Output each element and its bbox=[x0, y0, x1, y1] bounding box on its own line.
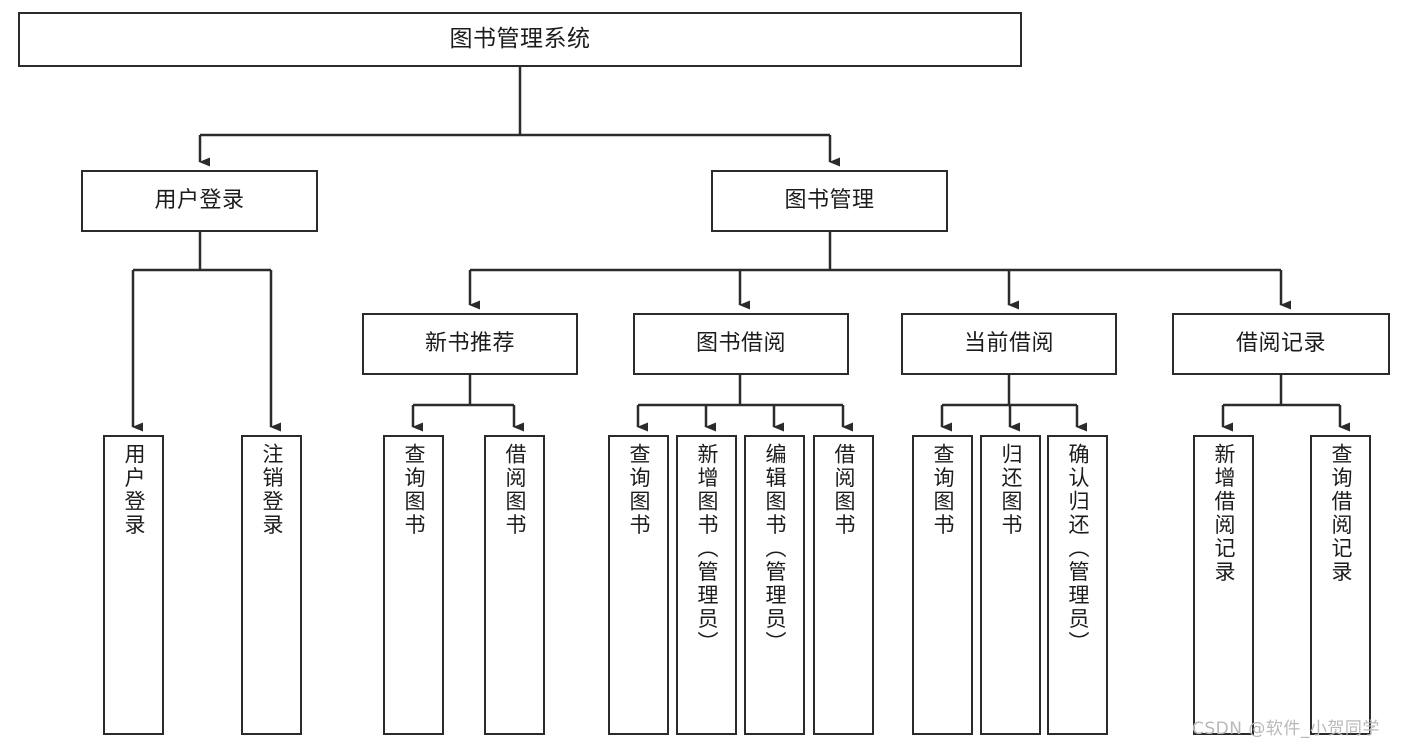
leaf-query-book-3-label: 查询图书 bbox=[931, 443, 955, 537]
leaf-query-record-label: 查询借阅记录 bbox=[1329, 443, 1353, 584]
leaf-edit-book[interactable]: 编辑图书（管理员） bbox=[744, 435, 805, 735]
leaf-user-login[interactable]: 用户登录 bbox=[103, 435, 164, 735]
leaf-add-record-label: 新增借阅记录 bbox=[1212, 443, 1236, 584]
leaf-user-login-label: 用户登录 bbox=[122, 443, 146, 537]
leaf-query-book-3[interactable]: 查询图书 bbox=[912, 435, 973, 735]
leaf-logout-login[interactable]: 注销登录 bbox=[241, 435, 302, 735]
leaf-add-record[interactable]: 新增借阅记录 bbox=[1193, 435, 1254, 735]
node-borrow-record-label: 借阅记录 bbox=[1235, 331, 1326, 357]
leaf-borrow-book-1[interactable]: 借阅图书 bbox=[484, 435, 545, 735]
leaf-query-book-2-label: 查询图书 bbox=[627, 443, 651, 537]
node-new-book-recommend-label: 新书推荐 bbox=[424, 331, 515, 357]
leaf-return-book-label: 归还图书 bbox=[999, 443, 1023, 537]
node-borrow-record[interactable]: 借阅记录 bbox=[1172, 313, 1390, 375]
leaf-add-book[interactable]: 新增图书（管理员） bbox=[676, 435, 737, 735]
node-root-system[interactable]: 图书管理系统 bbox=[18, 12, 1022, 67]
node-book-management-label: 图书管理 bbox=[784, 188, 875, 214]
leaf-query-book-1[interactable]: 查询图书 bbox=[383, 435, 444, 735]
node-root-system-label: 图书管理系统 bbox=[449, 26, 591, 53]
node-user-login-label: 用户登录 bbox=[154, 188, 245, 214]
leaf-confirm-return-label: 确认归还（管理员） bbox=[1066, 443, 1090, 655]
leaf-edit-book-label: 编辑图书（管理员） bbox=[763, 443, 787, 655]
node-current-borrow-label: 当前借阅 bbox=[963, 331, 1054, 357]
leaf-query-book-1-label: 查询图书 bbox=[402, 443, 426, 537]
node-user-login[interactable]: 用户登录 bbox=[81, 170, 318, 232]
node-new-book-recommend[interactable]: 新书推荐 bbox=[362, 313, 578, 375]
leaf-query-record[interactable]: 查询借阅记录 bbox=[1310, 435, 1371, 735]
leaf-confirm-return[interactable]: 确认归还（管理员） bbox=[1047, 435, 1108, 735]
leaf-borrow-book-2-label: 借阅图书 bbox=[832, 443, 856, 537]
leaf-return-book[interactable]: 归还图书 bbox=[980, 435, 1041, 735]
csdn-watermark: CSDN @软件_小贺同学 bbox=[1192, 719, 1380, 739]
leaf-query-book-2[interactable]: 查询图书 bbox=[608, 435, 669, 735]
leaf-add-book-label: 新增图书（管理员） bbox=[695, 443, 719, 655]
node-book-borrow-label: 图书借阅 bbox=[695, 331, 786, 357]
node-current-borrow[interactable]: 当前借阅 bbox=[901, 313, 1117, 375]
leaf-borrow-book-1-label: 借阅图书 bbox=[503, 443, 527, 537]
leaf-logout-login-label: 注销登录 bbox=[260, 443, 284, 537]
node-book-management[interactable]: 图书管理 bbox=[711, 170, 948, 232]
node-book-borrow[interactable]: 图书借阅 bbox=[633, 313, 849, 375]
leaf-borrow-book-2[interactable]: 借阅图书 bbox=[813, 435, 874, 735]
